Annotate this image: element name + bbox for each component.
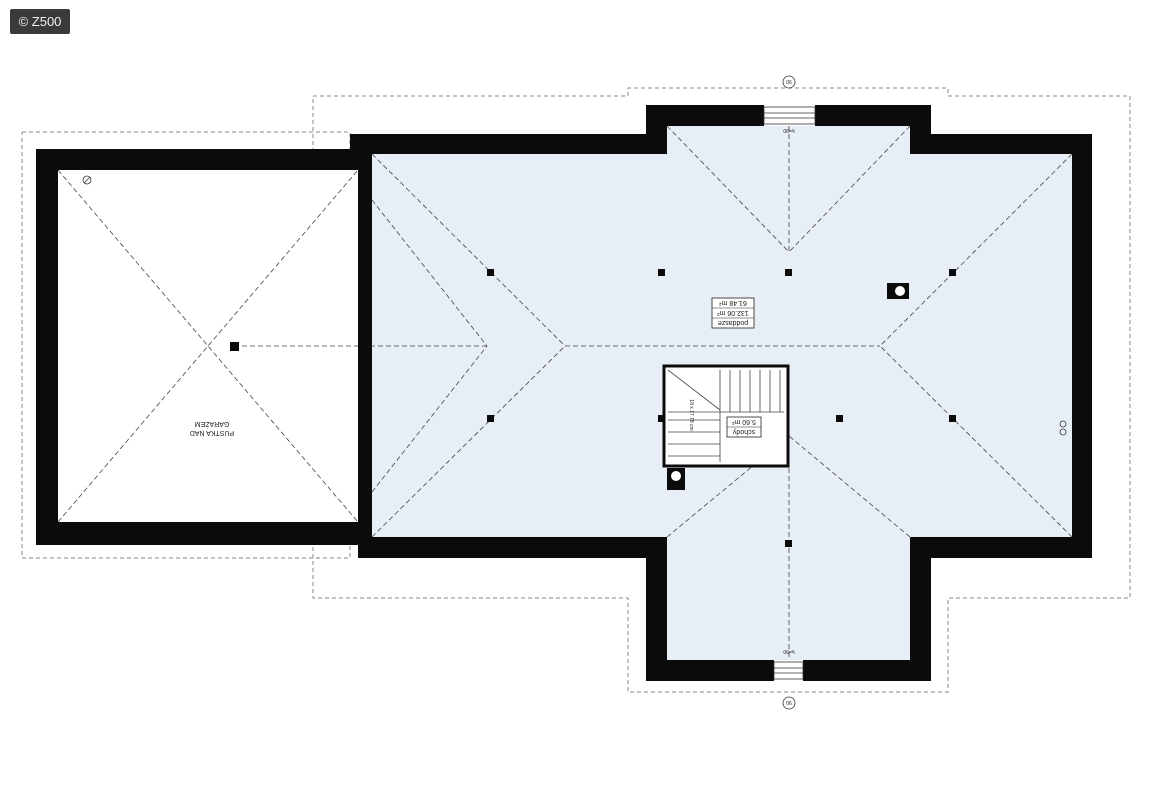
stairs-treads: 18 x 17.78 cm [688,399,694,430]
stairs-name: schody [732,428,755,435]
roof-hip-lines [57,125,1073,660]
stairs-area: 5.60 m² [731,418,755,425]
wall-tag-top: 06 [786,80,792,86]
garage-void-line-1: PUSTKA NAD [190,429,234,436]
vent-icon [1059,420,1067,428]
attic-room-label: poddasze 132.06 m² 61.48 m² [711,297,755,329]
vent-icon [1059,428,1067,436]
walls [36,105,1092,681]
sill-label-top: h=90 [783,127,794,133]
sill-label-bottom: h=90 [783,648,794,654]
attic-area-1: 132.06 m² [717,309,749,316]
watermark-badge: © Z500 [10,9,70,34]
misc-symbols [82,175,1067,436]
roof-outline [21,87,1131,693]
windows [763,106,816,680]
attic-area-2: 61.48 m² [719,299,747,306]
no-entry-icon [82,175,92,185]
garage-void-label: PUSTKA NAD GARAŻEM [190,420,234,436]
chimney-symbols [667,283,909,490]
wall-tags: 06 06 [782,75,796,710]
wall-tag-bottom: 06 [786,701,792,707]
garage-void-line-2: GARAŻEM [195,420,230,429]
window-bottom [773,661,804,680]
stairs-label: schody 5.60 m² [726,416,762,438]
attic-name: poddasze [718,319,748,326]
staircase [662,364,790,468]
column-markers [230,269,956,547]
sill-labels: h=90 h=90 [783,127,794,654]
window-top [763,106,816,125]
